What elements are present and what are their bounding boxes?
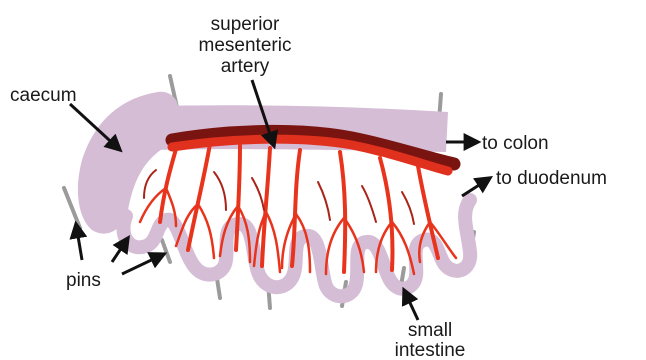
arrow-small-intestine [404,290,418,320]
label-to-colon: to colon [482,133,549,154]
label-mesenteric: mesenteric [199,35,292,56]
label-pins: pins [66,270,101,291]
label-artery: artery [221,56,270,77]
label-caecum: caecum [10,85,77,106]
pin [64,188,80,228]
label-small: small [408,320,452,341]
pin [162,240,170,262]
label-intestine: intestine [395,340,466,360]
label-to-duodenum: to duodenum [496,168,607,189]
label-superior: superior [211,14,280,35]
arrow-to-duodenum [462,178,490,196]
arrow-pins-3 [122,254,164,274]
